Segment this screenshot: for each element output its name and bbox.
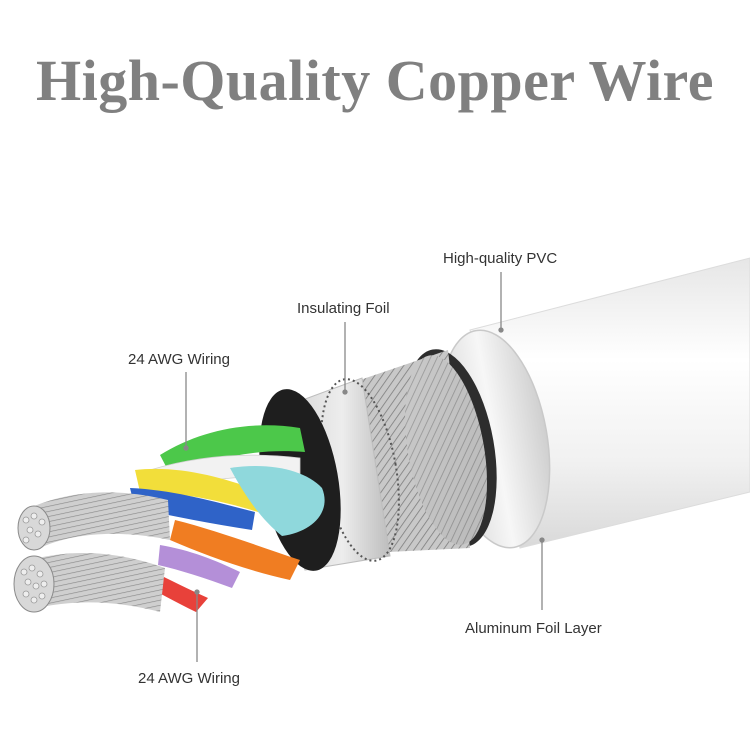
leader-lines (183, 272, 545, 662)
wire-orange (170, 520, 300, 580)
wire-yellow (135, 468, 262, 512)
wire-cyan (230, 466, 325, 536)
strand-ends (20, 512, 48, 604)
label-wiring-top: 24 AWG Wiring (128, 351, 230, 368)
label-insulating-foil: Insulating Foil (297, 300, 390, 317)
label-aluminum-foil: Aluminum Foil Layer (465, 620, 602, 637)
label-pvc: High-quality PVC (443, 250, 557, 267)
braided-shield (360, 350, 487, 552)
page-title: High-Quality Copper Wire (35, 48, 714, 113)
label-wiring-bottom: 24 AWG Wiring (138, 670, 240, 687)
strand-bundles (13, 492, 170, 613)
wire-purple (158, 545, 240, 588)
